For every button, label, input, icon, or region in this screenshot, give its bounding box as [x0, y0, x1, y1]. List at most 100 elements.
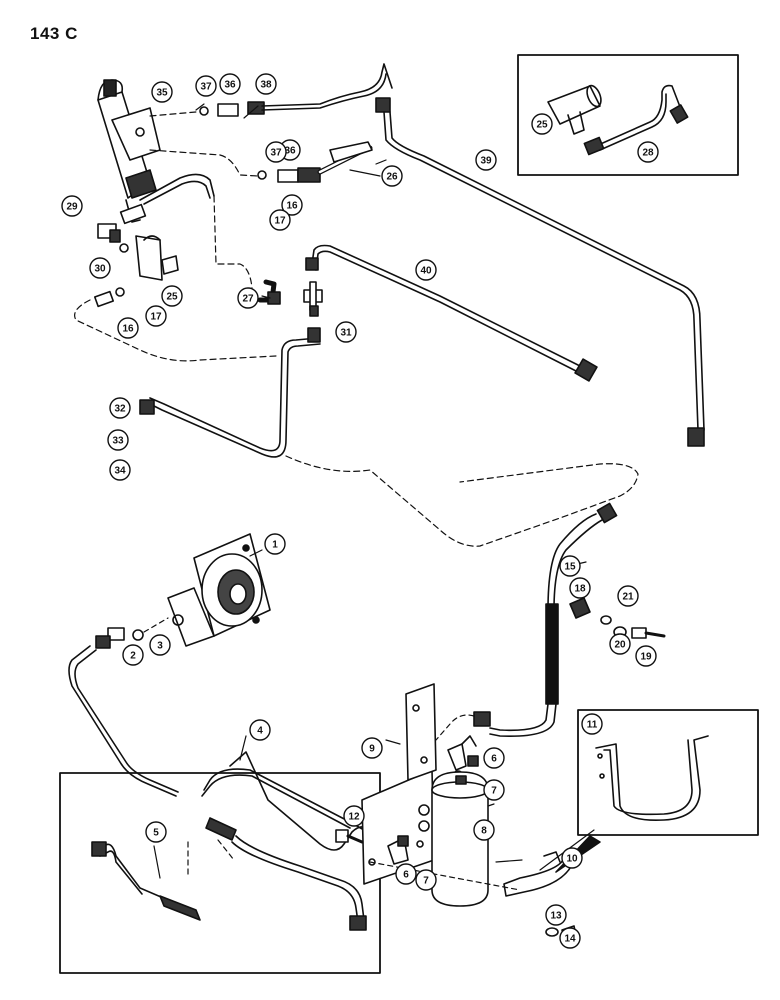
callout-label: 21: [622, 592, 634, 603]
dashed-inset-lines: [187, 839, 235, 875]
callout-label: 38: [260, 80, 272, 91]
elbow-tube-26: [317, 141, 373, 175]
callout-circle: [569, 577, 591, 599]
callout-label: 16: [122, 324, 134, 335]
callout-circle: [415, 259, 437, 281]
control-valve: [97, 79, 161, 225]
callout-8: 8: [473, 819, 495, 841]
callout-2: 2: [122, 644, 144, 666]
callout-circle: [219, 73, 241, 95]
callout-29: 29: [61, 195, 83, 217]
callout-circle: [89, 257, 111, 279]
callout-7: 7: [483, 779, 505, 801]
callout-11: 11: [581, 713, 603, 735]
callout-circle: [269, 209, 291, 231]
inset-box-bottom-left: [59, 772, 381, 974]
callout-circle: [559, 555, 581, 577]
callout-circle: [561, 847, 583, 869]
callout-circle: [117, 317, 139, 339]
callout-10: 10: [561, 847, 583, 869]
callout-14: 14: [559, 927, 581, 949]
callout-37: 37: [195, 75, 217, 97]
callout-4: 4: [249, 719, 271, 741]
callout-circle: [635, 645, 657, 667]
callout-6: 6: [395, 863, 417, 885]
callout-26: 26: [381, 165, 403, 187]
callout-39: 39: [475, 149, 497, 171]
elbow-27: [257, 279, 281, 305]
callout-label: 3: [157, 641, 163, 652]
callout-37: 37: [265, 141, 287, 163]
callout-7: 7: [415, 869, 437, 891]
callout-40: 40: [415, 259, 437, 281]
callout-label: 6: [403, 870, 409, 881]
elbow-fitting-bottom: [387, 820, 430, 865]
callout-5: 5: [145, 821, 167, 843]
callout-leaders: [153, 103, 587, 879]
callout-label: 16: [286, 201, 298, 212]
callout-18: 18: [569, 577, 591, 599]
callout-label: 39: [480, 156, 492, 167]
inset-box-clamp: [577, 709, 759, 836]
callout-28: 28: [637, 141, 659, 163]
callout-circle: [395, 863, 417, 885]
callout-circle: [483, 779, 505, 801]
callout-label: 18: [574, 584, 586, 595]
callout-circle: [381, 165, 403, 187]
callout-label: 36: [284, 146, 296, 157]
dashed-canister-line: [369, 861, 521, 891]
callout-label: 1: [272, 540, 278, 551]
callout-label: 9: [369, 744, 375, 755]
tee-fitting-31: [303, 281, 323, 317]
callout-label: 20: [614, 640, 626, 651]
callout-label: 15: [564, 562, 576, 573]
callout-label: 14: [564, 934, 576, 945]
callout-label: 7: [423, 876, 429, 887]
callout-circle: [559, 927, 581, 949]
callout-layer: 1234566778910111213141516161717181920212…: [61, 73, 659, 949]
clip-18: [569, 597, 591, 619]
tube-4: [68, 645, 381, 851]
callout-36: 36: [219, 73, 241, 95]
callout-circle: [343, 805, 365, 827]
tube-valve-return: [139, 173, 215, 205]
dashed-loop-center: [285, 455, 639, 547]
tube-39: [383, 111, 705, 447]
callout-circle: [264, 533, 286, 555]
callout-38: 38: [255, 73, 277, 95]
tube-assembly-inset: [583, 84, 689, 156]
tube-32: [139, 327, 321, 458]
callout-label: 29: [66, 202, 78, 213]
callout-label: 28: [642, 148, 654, 159]
callout-circle: [415, 869, 437, 891]
callout-label: 4: [257, 726, 263, 737]
callout-circle: [161, 285, 183, 307]
callout-label: 10: [566, 854, 578, 865]
callout-16: 16: [117, 317, 139, 339]
callout-15: 15: [559, 555, 581, 577]
dashed-hose-line: [435, 714, 475, 741]
callout-circle: [581, 713, 603, 735]
callout-circle: [237, 287, 259, 309]
tube-40: [305, 244, 598, 382]
tube-38: [261, 63, 393, 113]
callout-circle: [545, 904, 567, 926]
callout-circle: [335, 321, 357, 343]
callout-25: 25: [531, 113, 553, 135]
hydraulic-pump: [167, 533, 271, 647]
hardware-19-21: [600, 615, 666, 639]
callout-35: 35: [151, 81, 173, 103]
callout-30: 30: [89, 257, 111, 279]
page-number: 143 C: [30, 24, 78, 43]
callout-6: 6: [483, 747, 505, 769]
filter-canister: [418, 771, 489, 907]
callout-label: 34: [114, 466, 126, 477]
clamp-inset: [595, 735, 709, 822]
callout-33: 33: [107, 429, 129, 451]
callout-32: 32: [109, 397, 131, 419]
tee-fitting-inset: [547, 84, 602, 135]
callout-circle: [531, 113, 553, 135]
callout-label: 35: [156, 88, 168, 99]
fittings-left: [93, 223, 179, 308]
callout-label: 12: [348, 812, 360, 823]
